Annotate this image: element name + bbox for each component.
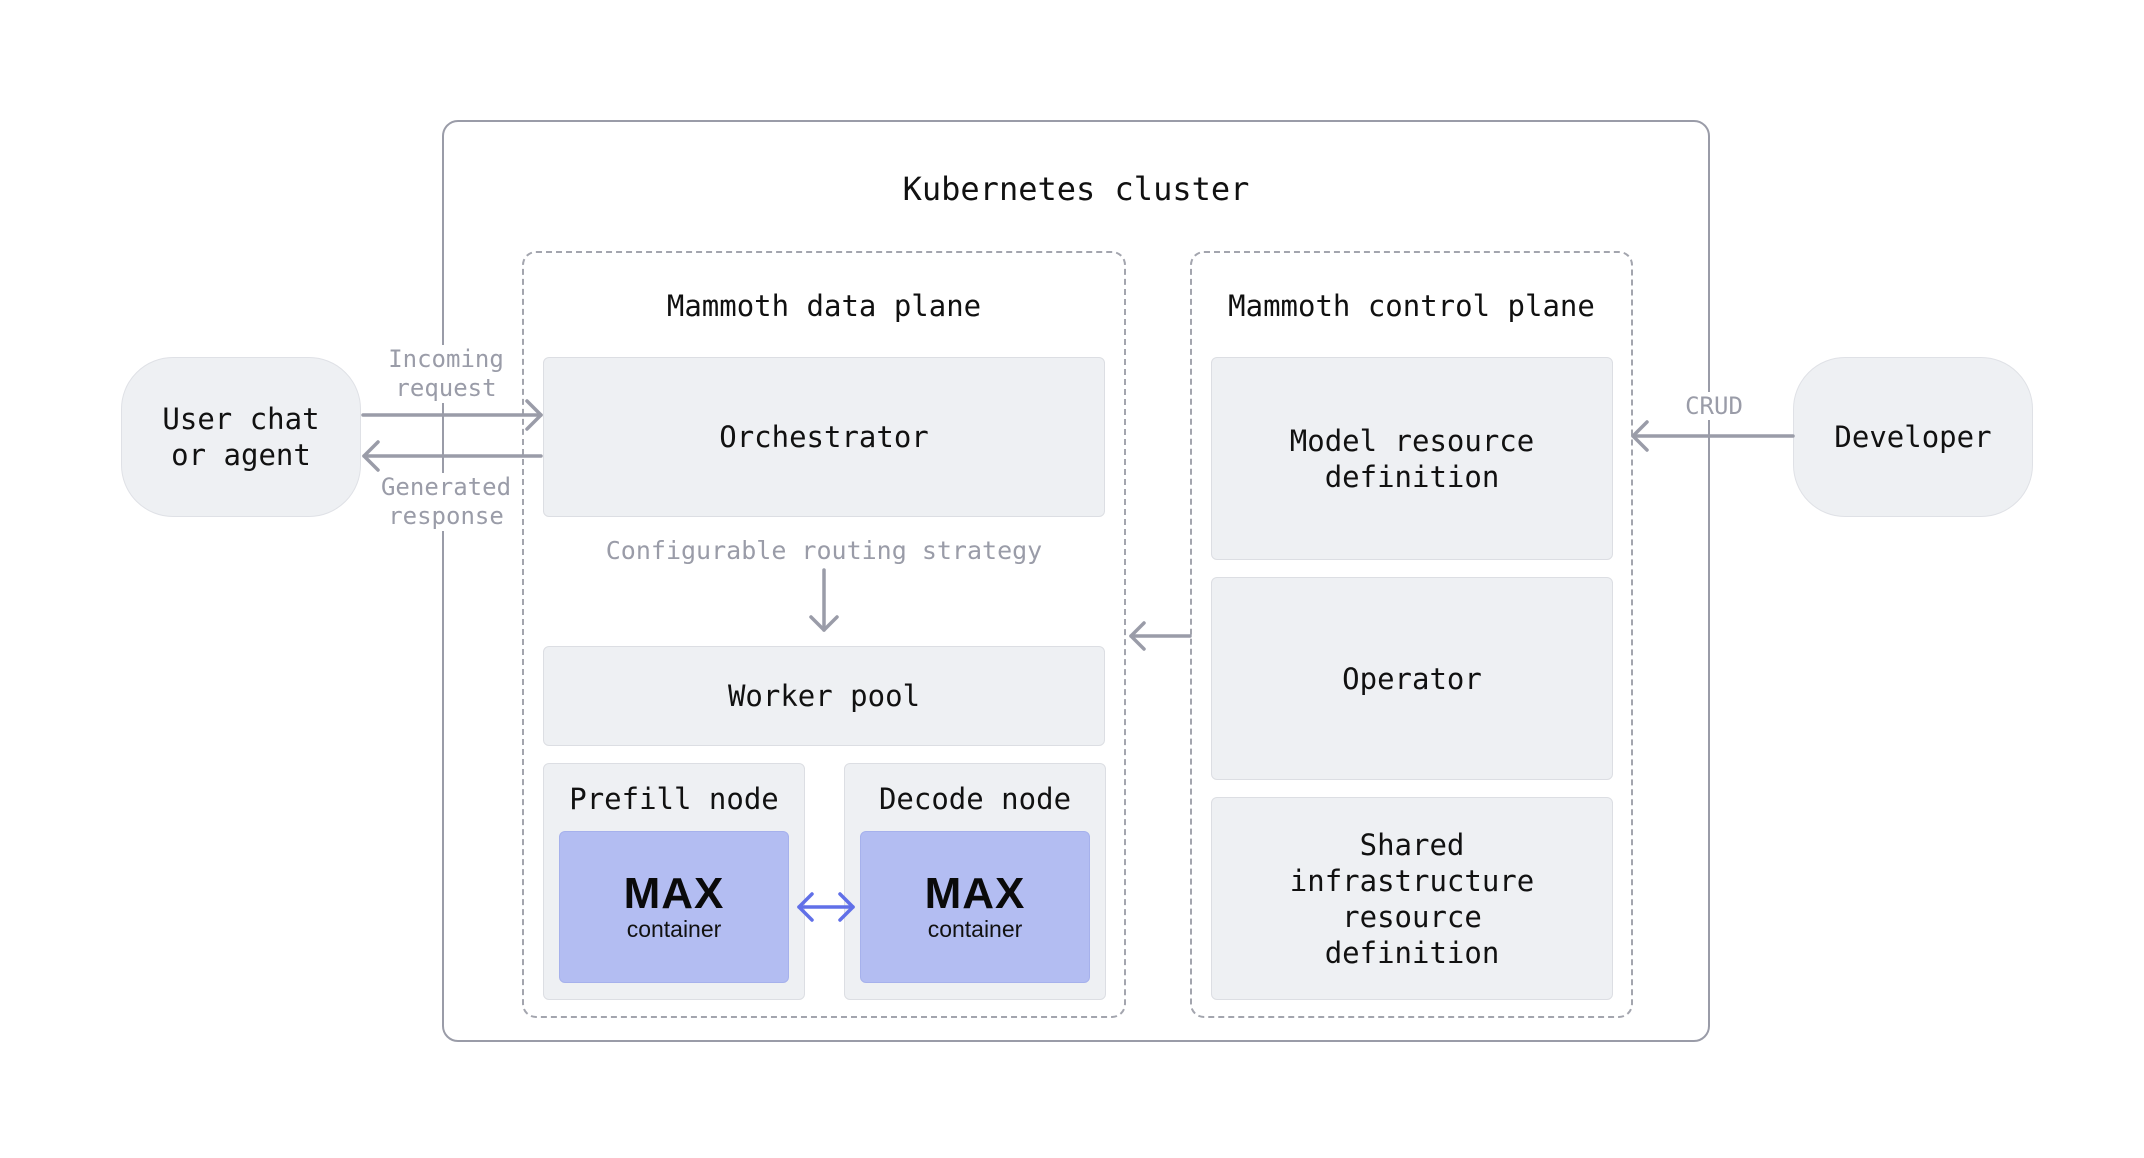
prefill-node: Prefill node MAX container (543, 763, 805, 1000)
prefill-node-title: Prefill node (569, 782, 779, 816)
decode-node: Decode node MAX container (844, 763, 1106, 1000)
cluster-title: Kubernetes cluster (902, 170, 1250, 208)
container-label: container (626, 916, 722, 942)
decode-max-container: MAX container (860, 831, 1090, 983)
model-resource-definition-box: Model resource definition (1211, 357, 1613, 560)
max-logo: MAX (623, 869, 725, 918)
control-plane-title: Mammoth control plane (1228, 289, 1595, 323)
prefill-max-container: MAX container (559, 831, 789, 983)
worker-pool-box: Worker pool (543, 646, 1105, 746)
generated-response-label: Generated response (376, 473, 516, 531)
decode-node-title: Decode node (878, 782, 1072, 816)
max-logo: MAX (924, 869, 1026, 918)
user-chat-agent: User chat or agent (121, 357, 361, 517)
developer: Developer (1793, 357, 2033, 517)
shared-infrastructure-box: Shared infrastructure resource definitio… (1211, 797, 1613, 1000)
orchestrator-box: Orchestrator (543, 357, 1105, 517)
container-label: container (927, 916, 1023, 942)
routing-strategy-label: Configurable routing strategy (605, 536, 1043, 565)
incoming-request-label: Incoming request (380, 345, 512, 403)
arrow-head (362, 440, 380, 472)
operator-box: Operator (1211, 577, 1613, 780)
data-plane-title: Mammoth data plane (666, 289, 982, 323)
crud-label: CRUD (1680, 392, 1748, 420)
